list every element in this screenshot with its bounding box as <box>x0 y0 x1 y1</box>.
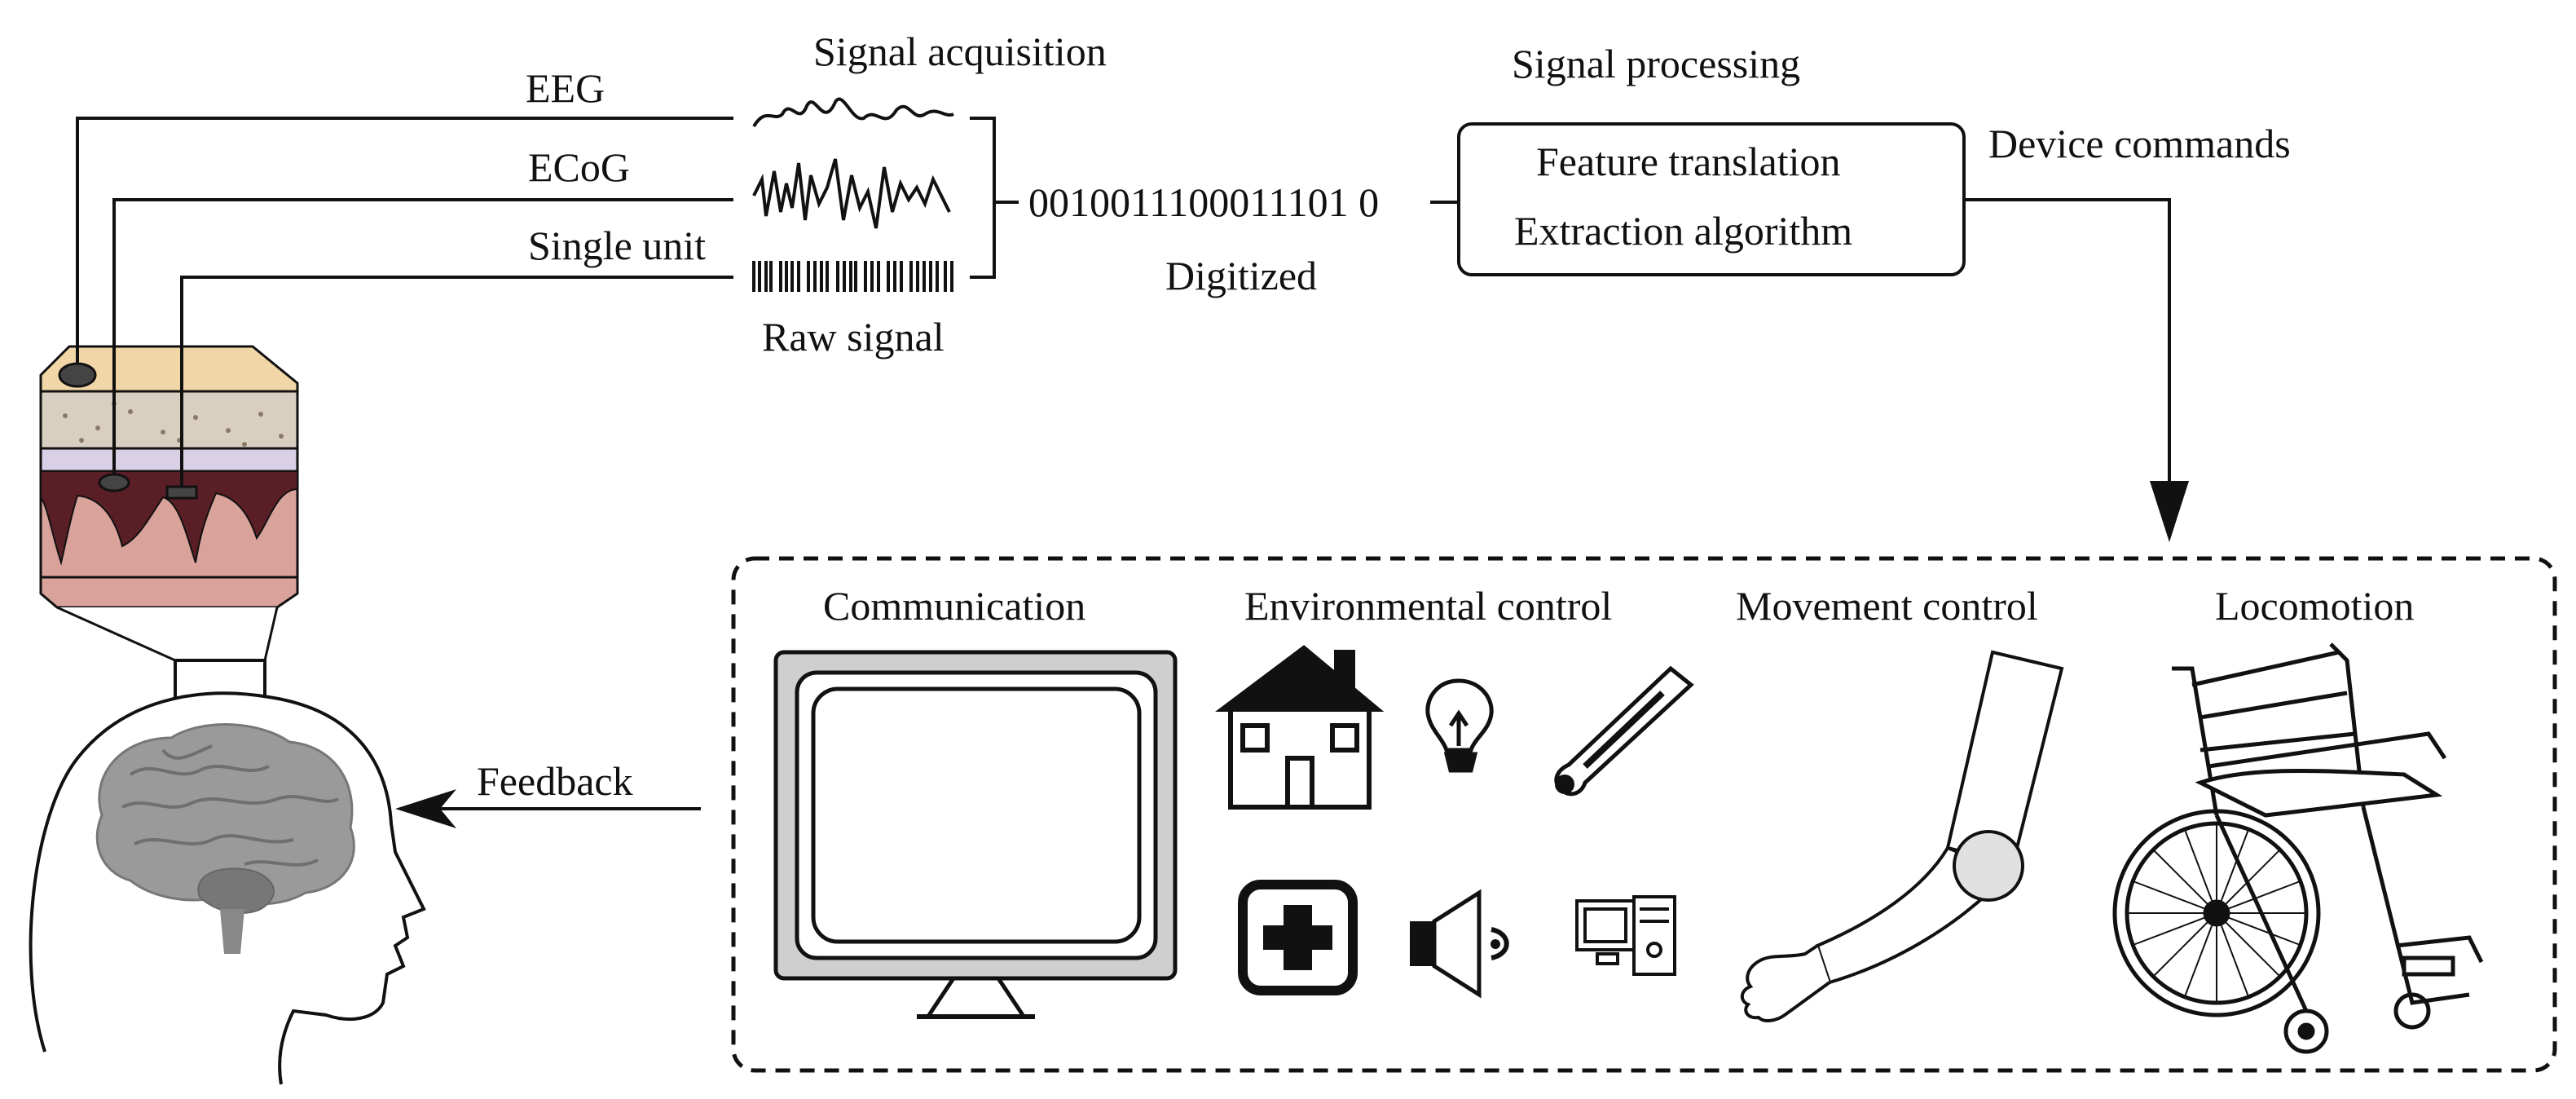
single-unit-line <box>180 276 733 487</box>
speaker-icon <box>1410 889 1509 999</box>
feedback-arrowhead <box>395 789 456 828</box>
monitor-icon <box>773 650 1178 1019</box>
tissue-block <box>39 345 299 727</box>
brain-gyri <box>121 744 339 867</box>
single-unit-spikes <box>752 261 953 292</box>
eeg-waveform <box>752 97 954 128</box>
movement-control-label: Movement control <box>1736 583 2038 629</box>
wheelchair-icon <box>2112 642 2484 1054</box>
dura-layer <box>39 447 299 473</box>
single-unit-electrode <box>165 485 198 500</box>
computer-icon <box>1575 895 1676 976</box>
ecog-label: ECoG <box>528 144 630 190</box>
signal-processing-title: Signal processing <box>1512 41 1800 86</box>
house-icon <box>1215 645 1385 810</box>
feedback-label: Feedback <box>477 758 633 804</box>
cortex-dark-band <box>40 470 298 566</box>
eeg-line <box>76 117 733 364</box>
prosthetic-arm-icon <box>1740 650 2064 1022</box>
ecog-electrode <box>98 473 130 492</box>
thermometer-icon <box>1554 665 1694 797</box>
signal-acquisition-title: Signal acquisition <box>813 29 1107 74</box>
acquisition-lines <box>76 117 733 487</box>
feature-translation-label: Feature translation <box>1536 139 1841 184</box>
device-commands-arrowhead <box>2150 481 2189 542</box>
device-commands-line <box>1964 198 2171 489</box>
head <box>29 691 426 1085</box>
medical-cross-icon <box>1238 880 1358 995</box>
extraction-algorithm-label: Extraction algorithm <box>1514 208 1852 254</box>
light-bulb-icon <box>1425 678 1494 773</box>
brainstem <box>220 909 244 954</box>
acquisition-bracket <box>970 117 996 279</box>
eeg-electrode <box>58 362 97 388</box>
applications-box <box>731 556 2557 1073</box>
ecog-waveform <box>752 158 951 229</box>
single-unit-label: Single unit <box>528 223 706 268</box>
communication-label: Communication <box>823 583 1085 629</box>
raw-signal-label: Raw signal <box>762 314 945 360</box>
locomotion-label: Locomotion <box>2215 583 2414 629</box>
environmental-control-label: Environmental control <box>1244 583 1612 629</box>
skull-layer <box>39 390 299 450</box>
device-commands-label: Device commands <box>1988 121 2291 166</box>
zoom-funnel <box>56 606 279 662</box>
digitized-label: Digitized <box>1165 253 1317 298</box>
digitized-bits: 0010011100011101 0 <box>1028 179 1379 225</box>
eeg-label: EEG <box>526 65 605 111</box>
tissue-bottom <box>39 576 299 609</box>
ecog-line <box>112 198 733 474</box>
